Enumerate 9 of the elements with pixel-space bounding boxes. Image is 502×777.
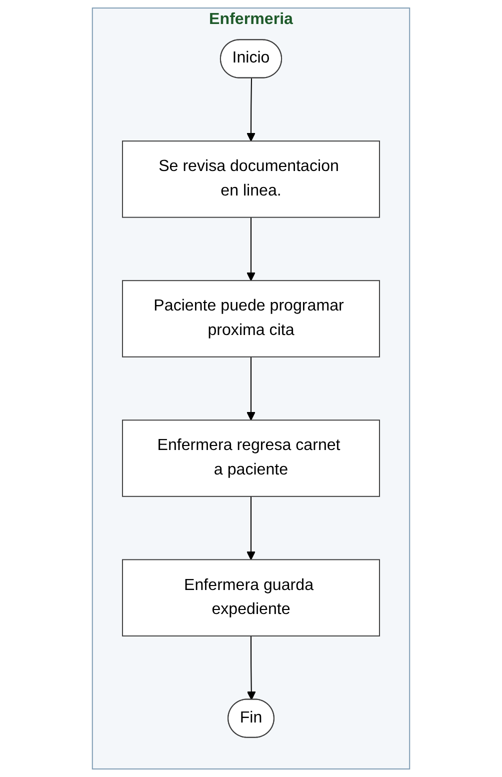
arrow (246, 78, 256, 142)
arrow (246, 217, 256, 281)
arrow (246, 356, 256, 421)
arrow (246, 636, 256, 700)
arrow (246, 496, 256, 560)
node-box: Enfermera guarda expediente (122, 559, 380, 636)
node-box: Se revisa documentacion en linea. (122, 140, 380, 218)
node-box: Paciente puede programar proxima cita (122, 280, 380, 358)
node-box: Enfermera regresa carnet a paciente (122, 420, 380, 497)
